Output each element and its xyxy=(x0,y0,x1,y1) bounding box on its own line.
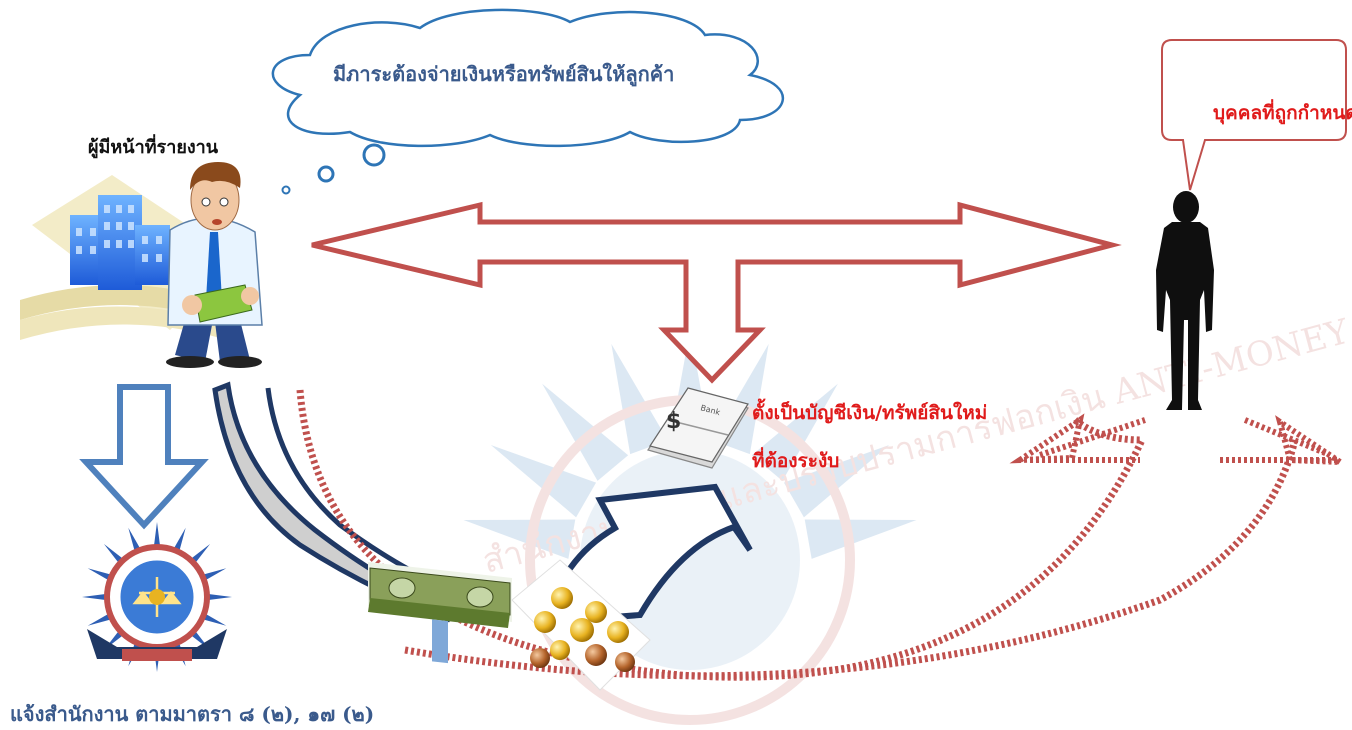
left-arrowhead-dotted xyxy=(1009,413,1085,464)
horizontal-double-arrow xyxy=(311,201,1122,384)
down-arrow-to-office xyxy=(79,384,209,530)
speech-bubble xyxy=(1161,39,1347,191)
ledger-book-icon: $ Bank xyxy=(647,387,749,469)
thought-bubble-large xyxy=(362,143,386,167)
businessman-icon xyxy=(166,162,263,368)
thought-cloud xyxy=(271,8,784,148)
cash-stack-icon xyxy=(368,562,512,664)
designated-person-label: บุคคลที่ถูกกำหนด xyxy=(1213,102,1352,124)
new-account-label-line1: ตั้งเป็นบัญชีเงิน/ทรัพย์สินใหม่ xyxy=(752,402,988,424)
thought-bubble-medium xyxy=(317,165,335,183)
notify-office-label: แจ้งสำนักงาน ตามมาตรา ๘ (๒), ๑๗ (๒) xyxy=(10,702,375,726)
coins-icon xyxy=(511,559,651,691)
top-left-dotted-bar xyxy=(1039,417,1146,458)
person-silhouette-icon xyxy=(1156,191,1214,410)
svg-text:$: $ xyxy=(666,409,681,434)
cloud-obligation-text: มีภาระต้องจ่ายเงินหรือทรัพย์สินให้ลูกค้า xyxy=(333,62,675,86)
reporter-label: ผู้มีหน้าที่รายงาน xyxy=(88,137,219,158)
top-right-dotted-bar xyxy=(1243,417,1332,458)
amlo-emblem-icon xyxy=(82,522,232,672)
new-account-label-line2: ที่ต้องระงับ xyxy=(752,450,840,472)
right-arrowhead-dotted xyxy=(1275,415,1351,466)
thought-bubble-small xyxy=(281,185,291,195)
